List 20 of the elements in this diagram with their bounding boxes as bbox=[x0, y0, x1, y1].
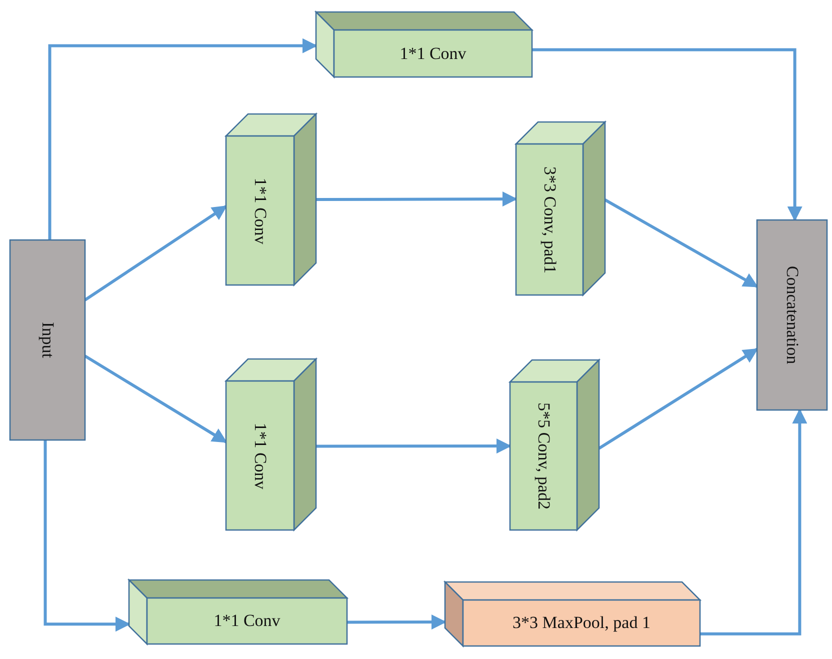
block-label: 3*3 Conv, pad1 bbox=[540, 166, 560, 274]
block-label: 1*1 Conv bbox=[400, 44, 466, 64]
block-label: 3*3 MaxPool, pad 1 bbox=[512, 613, 650, 633]
arrow bbox=[532, 48, 802, 222]
block-label: 1*1 Conv bbox=[214, 611, 280, 631]
arrow bbox=[84, 354, 228, 444]
arrow bbox=[604, 198, 758, 288]
arrow bbox=[44, 440, 130, 632]
arrow bbox=[700, 408, 808, 636]
block-label: 1*1 Conv bbox=[250, 422, 270, 489]
block-label: Input bbox=[38, 322, 58, 358]
arrow bbox=[316, 192, 518, 207]
arrow bbox=[347, 614, 446, 630]
arrow bbox=[316, 438, 512, 454]
arrow bbox=[84, 205, 228, 302]
arrow bbox=[48, 38, 318, 240]
arrow bbox=[598, 348, 758, 450]
block-label: 5*5 Conv, pad2 bbox=[534, 402, 554, 510]
block-label: Concatenation bbox=[782, 266, 802, 364]
block-label: 1*1 Conv bbox=[250, 177, 270, 244]
